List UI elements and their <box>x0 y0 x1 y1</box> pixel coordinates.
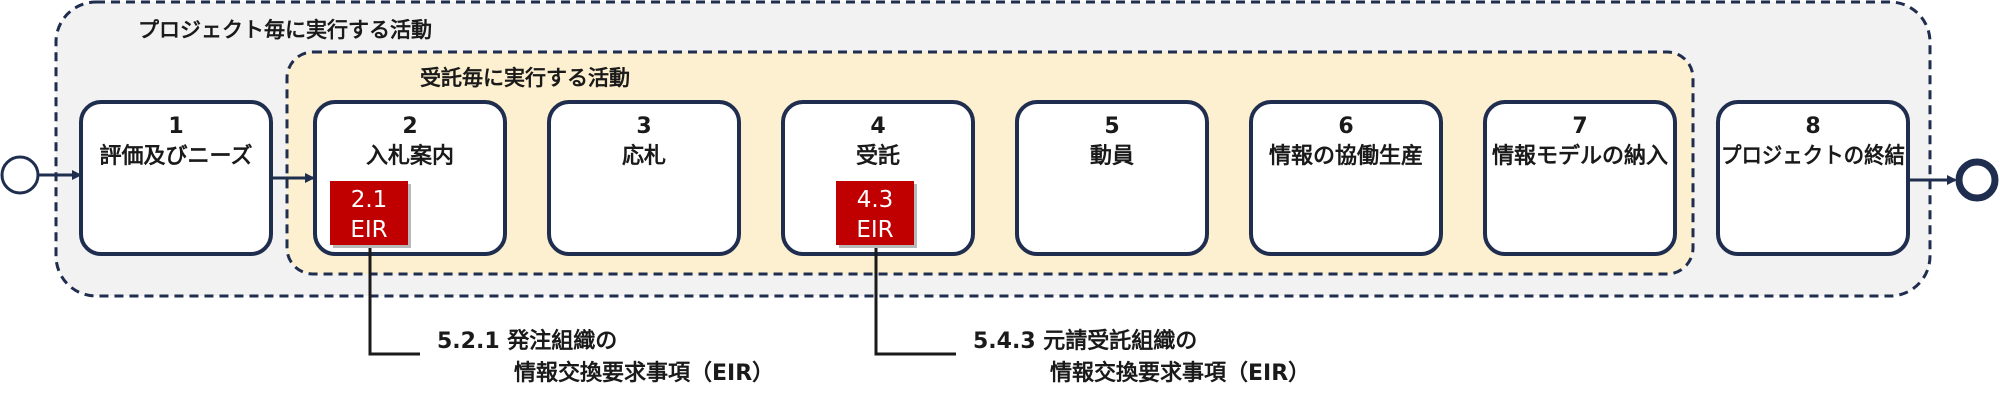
callout-2-line2: 情報交換要求事項（EIR） <box>1050 360 1310 386</box>
step-box-6 <box>1249 100 1443 256</box>
callout-connector-1 <box>368 245 420 356</box>
step-number-8: 8 <box>1805 114 1820 139</box>
callout-2-line1: 5.4.3 元請受託組織の <box>973 328 1197 354</box>
step-box-5 <box>1015 100 1209 256</box>
callout-1-line1: 5.2.1 発注組織の <box>437 328 617 354</box>
step-box-8 <box>1716 100 1910 256</box>
step-box-3 <box>547 100 741 256</box>
step-box-4 <box>781 100 975 256</box>
step-number-3: 3 <box>636 114 651 139</box>
callout-1-line2: 情報交換要求事項（EIR） <box>514 360 774 386</box>
eir-tag-2-1-number: 2.1 <box>351 187 388 213</box>
end-event <box>1955 158 1999 202</box>
step-number-5: 5 <box>1104 114 1119 139</box>
step-name-5: 動員 <box>1090 144 1134 169</box>
step-name-3: 応札 <box>622 143 666 169</box>
start-event <box>0 155 40 195</box>
step-number-7: 7 <box>1572 114 1587 139</box>
step-name-7: 情報モデルの納入 <box>1492 143 1668 169</box>
eir-tag-4-3-label: EIR <box>856 217 893 243</box>
step-name-4: 受託 <box>856 143 900 169</box>
step-name-2: 入札案内 <box>366 143 454 169</box>
step-number-1: 1 <box>168 114 183 139</box>
project-activities-title: プロジェクト毎に実行する活動 <box>138 18 432 42</box>
callout-connector-2 <box>874 245 956 356</box>
eir-tag-2-1 <box>330 181 408 245</box>
eir-tag-4-3 <box>836 181 914 245</box>
eir-tag-2-1-label: EIR <box>350 217 387 243</box>
step-number-6: 6 <box>1338 114 1353 139</box>
step-name-8: プロジェクトの終結 <box>1721 143 1905 169</box>
step-box-7 <box>1483 100 1677 256</box>
appointment-activities-title: 受託毎に実行する活動 <box>420 66 630 90</box>
step-number-4: 4 <box>870 114 885 139</box>
step-box-1 <box>79 100 273 256</box>
step-name-1: 評価及びニーズ <box>100 143 253 169</box>
step-number-2: 2 <box>402 114 417 139</box>
step-name-6: 情報の協働生産 <box>1269 143 1423 169</box>
eir-tag-4-3-number: 4.3 <box>857 187 894 213</box>
